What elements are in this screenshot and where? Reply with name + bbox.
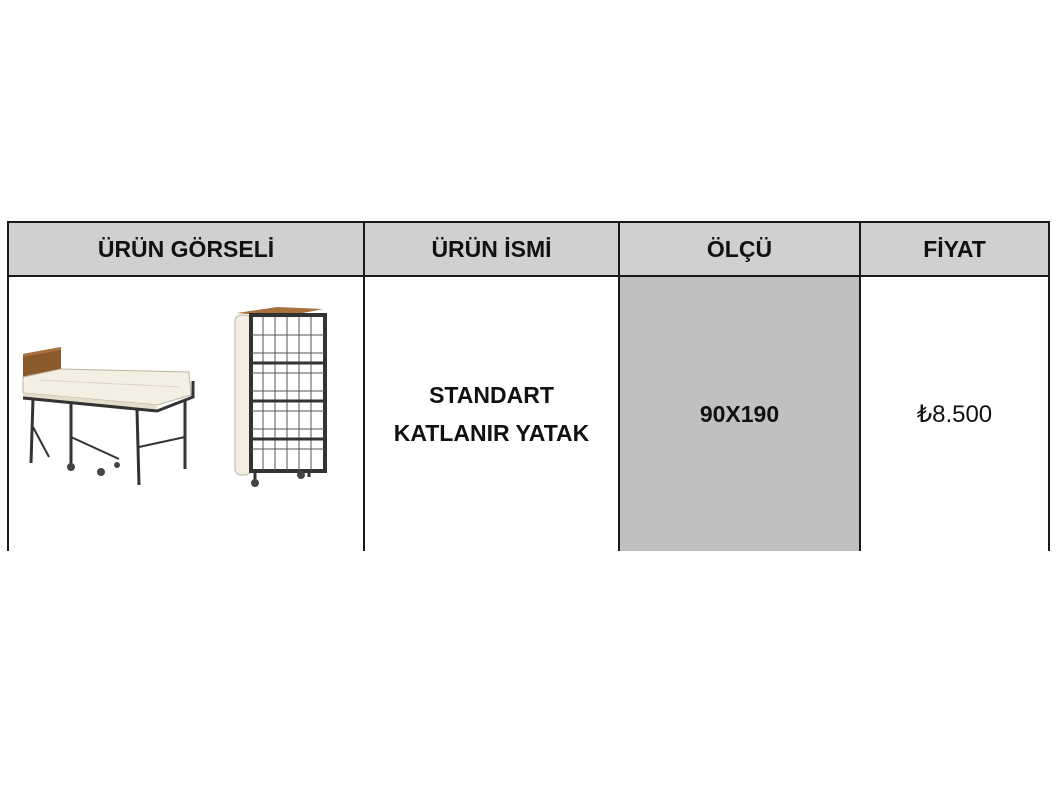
- product-name-line1: STANDART: [429, 382, 554, 408]
- folded-bed-icon: [234, 307, 327, 487]
- product-name-cell: STANDART KATLANIR YATAK: [363, 275, 620, 551]
- product-price-sheet: ÜRÜN GÖRSELİ ÜRÜN İSMİ ÖLÇÜ FİYAT: [7, 221, 1050, 551]
- table-header-row: ÜRÜN GÖRSELİ ÜRÜN İSMİ ÖLÇÜ FİYAT: [7, 221, 1050, 277]
- product-name: STANDART KATLANIR YATAK: [394, 376, 590, 452]
- product-size: 90X190: [699, 400, 780, 427]
- header-size: ÖLÇÜ: [618, 221, 861, 277]
- header-price: FİYAT: [859, 221, 1050, 277]
- header-name: ÜRÜN İSMİ: [363, 221, 620, 277]
- header-image: ÜRÜN GÖRSELİ: [7, 221, 365, 277]
- product-price-cell: ₺8.500: [859, 275, 1050, 551]
- product-name-line2: KATLANIR YATAK: [393, 420, 590, 446]
- product-size-cell: 90X190: [618, 275, 861, 551]
- product-image-cell: [7, 275, 365, 551]
- product-table: ÜRÜN GÖRSELİ ÜRÜN İSMİ ÖLÇÜ FİYAT: [7, 221, 1050, 551]
- product-image: [9, 277, 363, 551]
- table-row: STANDART KATLANIR YATAK 90X190 ₺8.500: [7, 275, 1050, 551]
- open-folding-bed-icon: [22, 347, 195, 486]
- product-price: ₺8.500: [916, 400, 993, 428]
